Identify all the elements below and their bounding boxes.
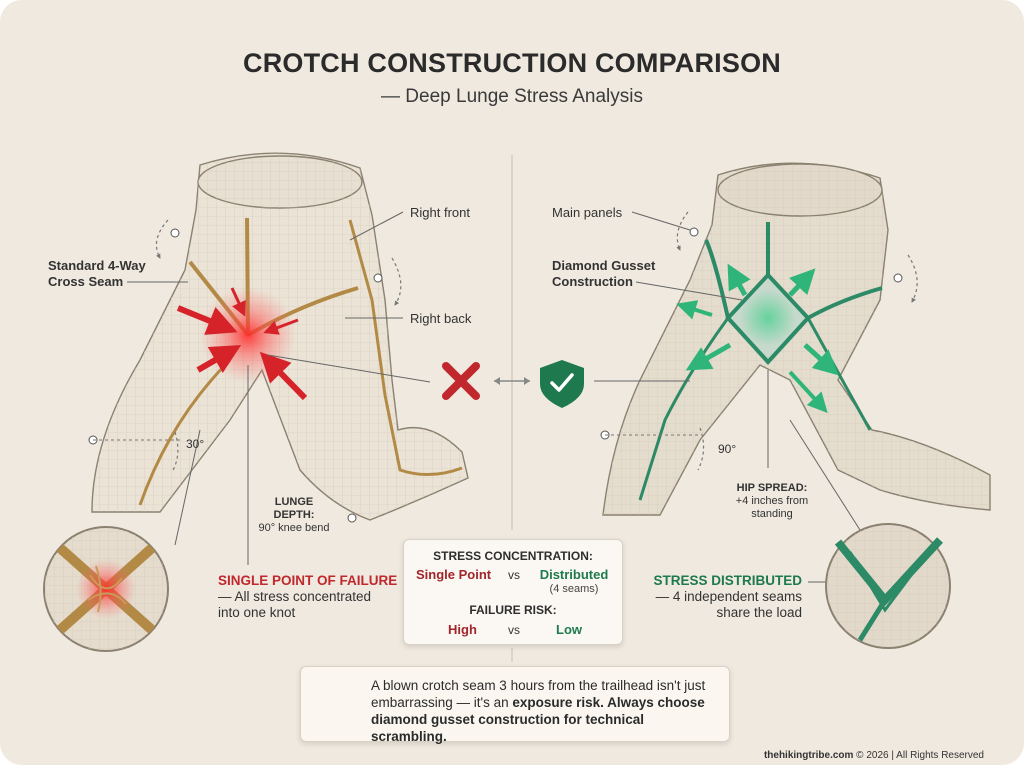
warning-line3: diamond gusset construction for technica…: [371, 712, 645, 744]
hip-spread-line3: standing: [751, 508, 793, 520]
diamond-gusset-label: Diamond Gusset Construction: [552, 258, 655, 290]
warning-line2: embarrassing — it's an exposure risk. Al…: [371, 694, 721, 711]
left-seam-closeup: [43, 526, 169, 652]
risk-heading: FAILURE RISK:: [469, 603, 557, 617]
risk-vs: vs: [508, 623, 520, 637]
stress-left-value: Single Point: [416, 567, 492, 582]
risk-left-value: High: [448, 622, 477, 637]
x-mark-icon: [442, 362, 480, 400]
diamond-gusset-line1: Diamond Gusset: [552, 258, 656, 273]
cross-seam-label-line1: Standard 4-Way: [48, 258, 146, 273]
failure-title: SINGLE POINT OF FAILURE: [218, 573, 398, 588]
stress-right-value: Distributed: [539, 567, 609, 582]
warning-line1: A blown crotch seam 3 hours from the tra…: [371, 678, 706, 693]
warning-line2-bold: exposure risk. Always choose: [512, 695, 705, 710]
right-pants-illustration: [594, 162, 991, 583]
right-angle-label: 90°: [718, 442, 737, 456]
shield-check-icon: [540, 360, 584, 408]
distributed-callout: STRESS DISTRIBUTED — 4 independent seams…: [652, 573, 802, 621]
stress-heading: STRESS CONCENTRATION:: [433, 549, 593, 563]
warning-line2-start: embarrassing — it's an: [371, 695, 513, 710]
stress-vs: vs: [508, 568, 520, 582]
lunge-depth-line1: LUNGE: [274, 496, 314, 508]
failure-line1: — All stress concentrated: [218, 589, 372, 604]
comparison-panel: STRESS CONCENTRATION: Single Point vs Di…: [403, 539, 623, 645]
cross-seam-label-line2: Cross Seam: [48, 274, 124, 289]
warning-box: A blown crotch seam 3 hours from the tra…: [300, 666, 730, 745]
diamond-gusset-line2: Construction: [552, 274, 633, 289]
hip-spread-line1: HIP SPREAD:: [736, 482, 808, 494]
distributed-line1: — 4 independent seams: [655, 589, 802, 604]
left-angle-label: 30°: [186, 437, 205, 451]
lunge-depth-label: LUNGE DEPTH: 90° knee bend: [252, 496, 336, 535]
failure-line2: into one knot: [218, 605, 296, 620]
distributed-line2: share the load: [716, 605, 802, 620]
page-subtitle: — Deep Lunge Stress Analysis: [381, 86, 643, 107]
stress-right-note: (4 seams): [549, 583, 599, 595]
cross-seam-label: Standard 4-Way Cross Seam: [48, 258, 146, 290]
footer-rights: © 2026 | All Rights Reserved: [853, 750, 984, 761]
right-back-label: Right back: [410, 311, 472, 326]
hip-spread-label: HIP SPREAD: +4 inches from standing: [722, 482, 822, 521]
footer-site: thehikingtribe.com: [763, 750, 854, 761]
footer-credit: thehikingtribe.com © 2026 | All Rights R…: [764, 750, 984, 761]
page-title: CROTCH CONSTRUCTION COMPARISON: [243, 48, 781, 78]
lunge-depth-line2: DEPTH:: [273, 509, 315, 521]
warning-text: A blown crotch seam 3 hours from the tra…: [371, 677, 721, 745]
risk-right-value: Low: [556, 622, 582, 637]
right-front-label: Right front: [410, 205, 470, 220]
right-seam-closeup: [825, 523, 951, 649]
left-pants-illustration: [88, 152, 469, 565]
failure-callout: SINGLE POINT OF FAILURE — All stress con…: [218, 573, 397, 621]
hip-spread-line2: +4 inches from: [735, 495, 809, 507]
double-arrow-icon: [494, 377, 530, 385]
distributed-title: STRESS DISTRIBUTED: [653, 573, 802, 588]
lunge-depth-line3: 90° knee bend: [258, 522, 330, 534]
main-panels-label: Main panels: [552, 205, 623, 220]
